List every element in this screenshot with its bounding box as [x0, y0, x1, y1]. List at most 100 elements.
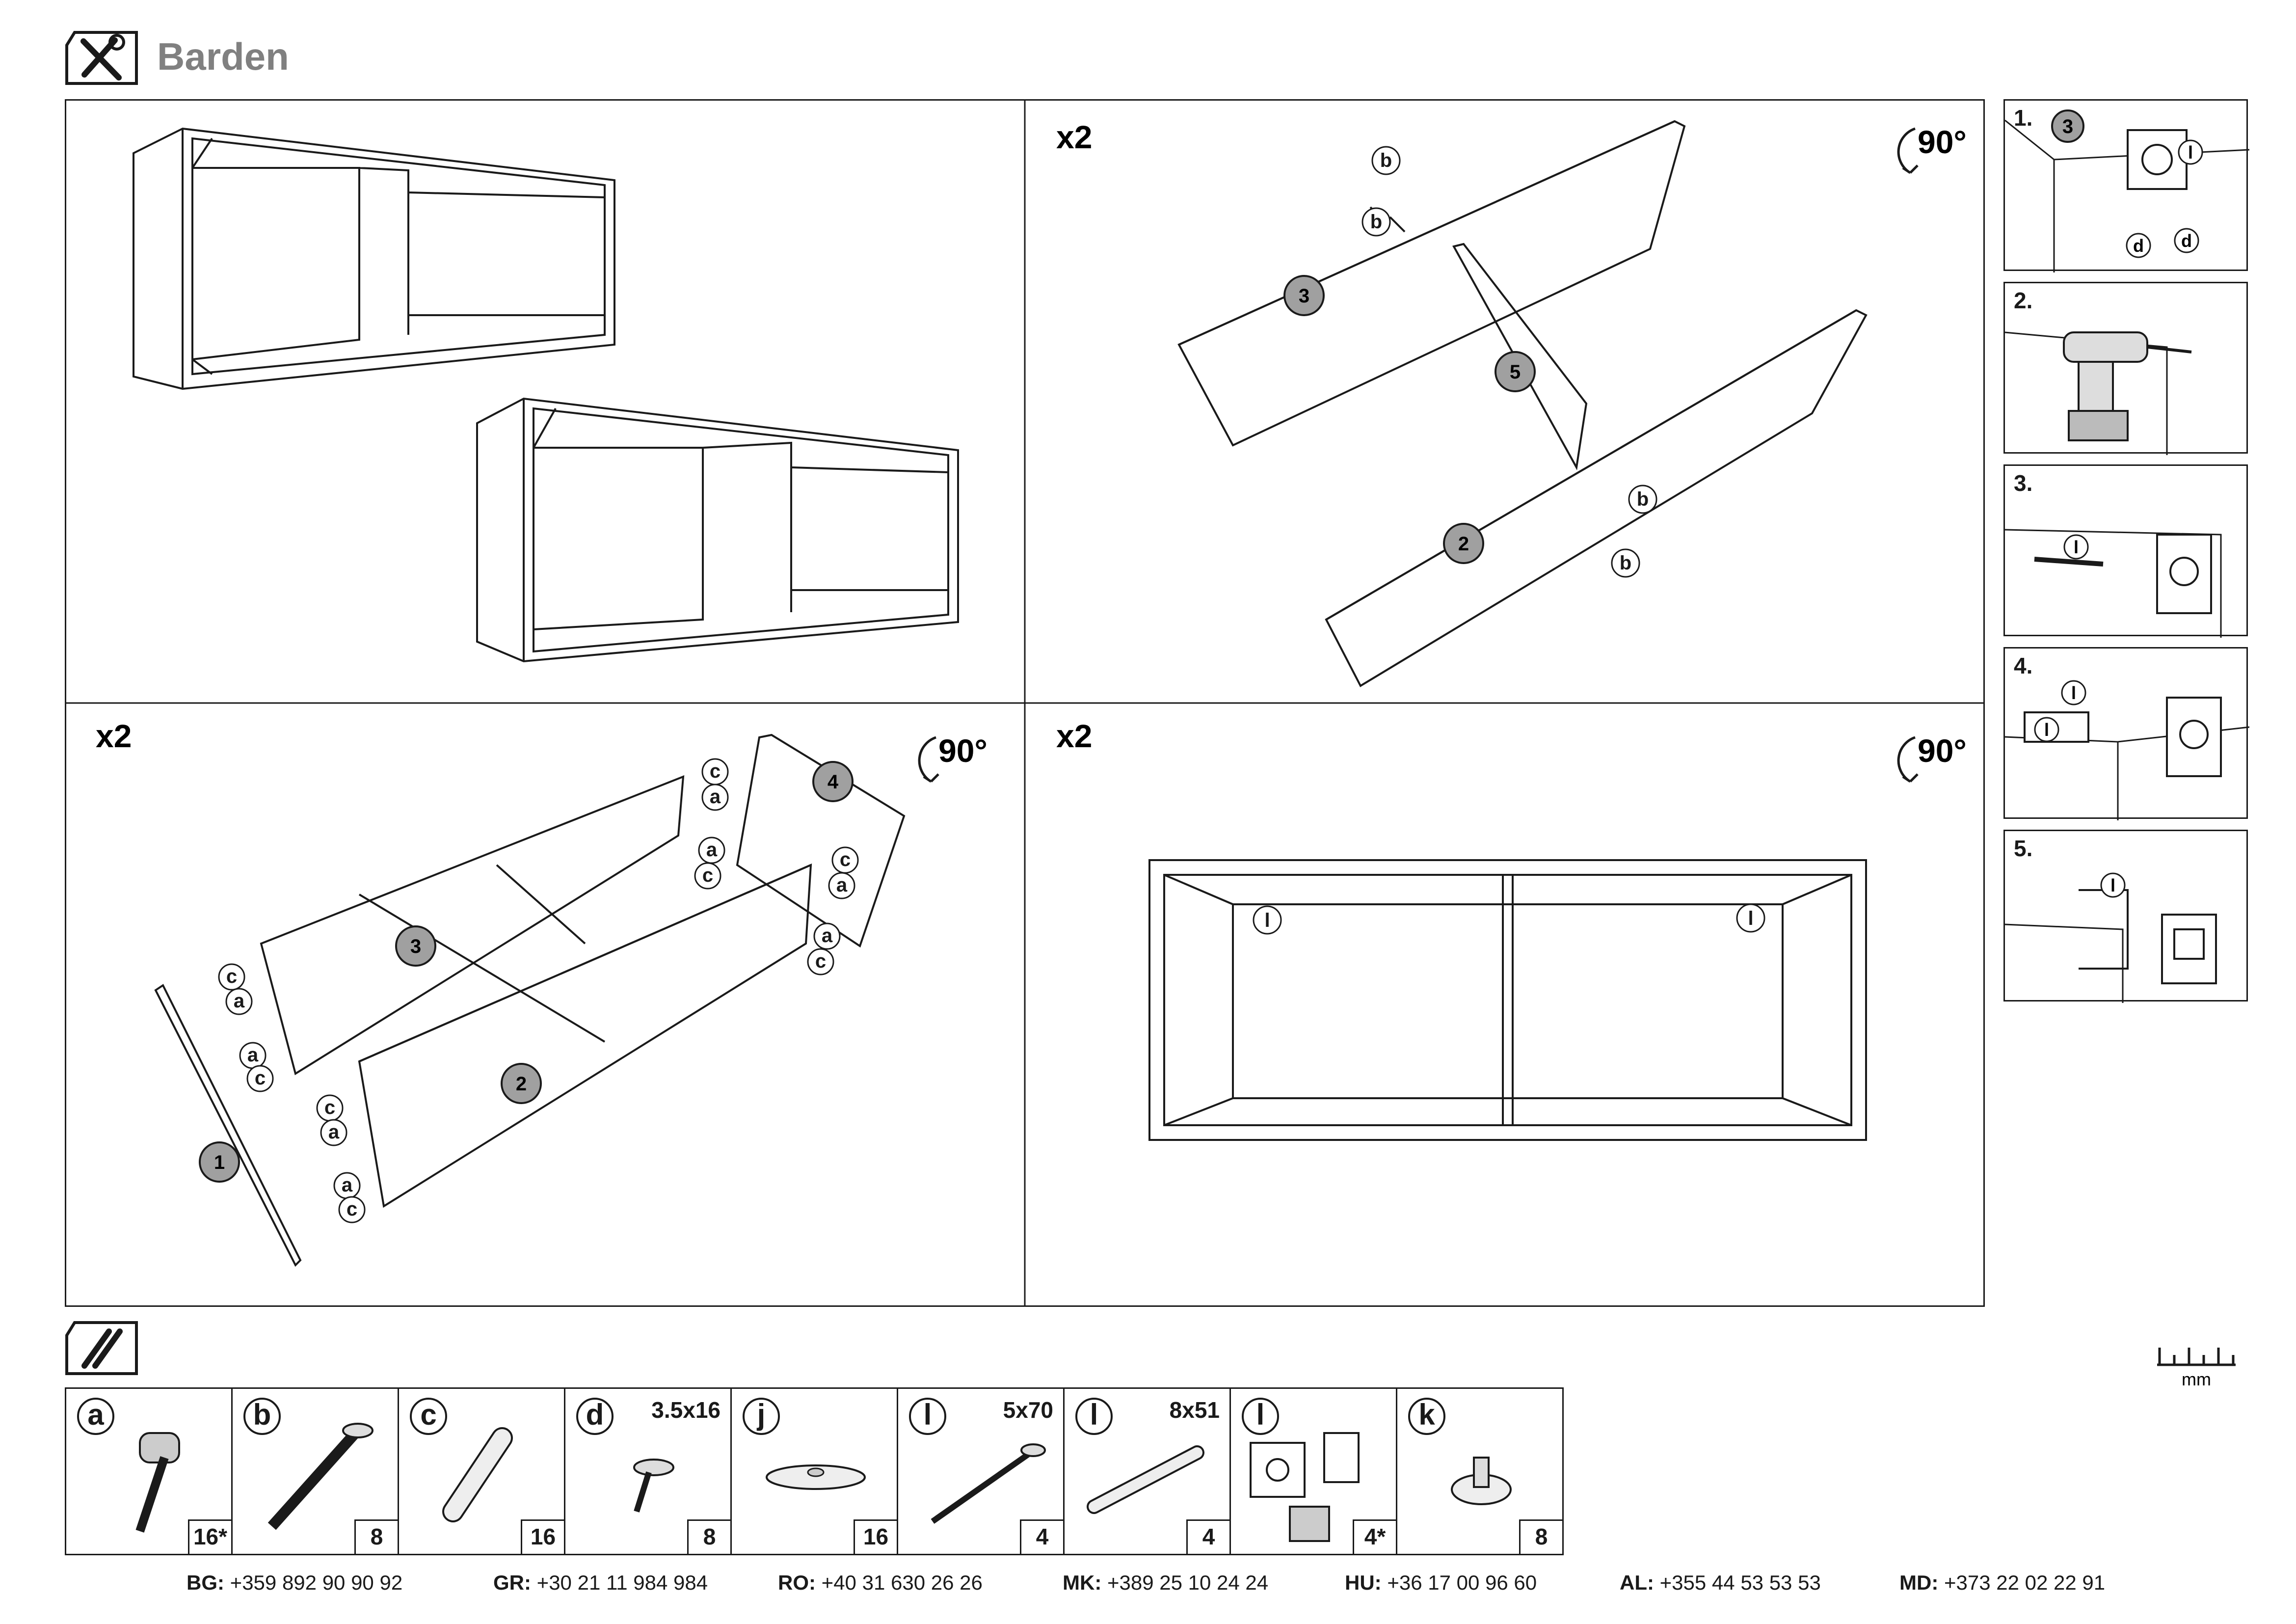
- shelf-pin-icon: [1451, 1457, 1512, 1505]
- svg-text:3: 3: [410, 936, 421, 957]
- hardware-item-a: a 16*: [65, 1387, 233, 1555]
- step-number: 3.: [2014, 470, 2033, 496]
- support-contacts: BG: +359 892 90 90 92 GR: +30 21 11 984 …: [187, 1571, 2150, 1605]
- svg-text:c: c: [324, 1097, 335, 1118]
- part-2-callout: 2: [501, 1063, 542, 1104]
- shelf-unit-bottom: [476, 397, 959, 663]
- wall-step-1-art: 3 l d d: [2005, 109, 2249, 272]
- svg-text:a: a: [706, 839, 718, 861]
- part-callouts: 3 5 2 3 4 2 1: [199, 275, 1536, 1183]
- svg-text:c: c: [710, 760, 721, 782]
- long-screw-icon: [931, 1443, 1046, 1524]
- wall-step-5: 5. l: [2003, 830, 2248, 1003]
- hardware-item-k: k 8: [1396, 1387, 1564, 1555]
- connector-bolt-icon: [267, 1423, 374, 1530]
- part-3-callout: 3: [1283, 275, 1325, 316]
- felt-pad-icon: [766, 1464, 866, 1490]
- step-number: 1.: [2014, 105, 2033, 131]
- part-1-callout: 1: [199, 1141, 240, 1183]
- svg-text:4: 4: [828, 771, 839, 793]
- svg-text:l: l: [2110, 875, 2115, 895]
- hardware-list: a 16* b 8 c 16 d 3.5x16 8 j: [65, 1387, 1575, 1555]
- contact-gr: GR: +30 21 11 984 984: [493, 1571, 708, 1594]
- drill-icon: [2005, 331, 2192, 455]
- svg-text:3: 3: [2062, 116, 2073, 137]
- shelf-unit-top: [133, 127, 615, 390]
- wall-plug-icon: [1087, 1445, 1204, 1514]
- contact-bg: BG: +359 892 90 90 92: [187, 1571, 403, 1594]
- part-3-callout: 3: [395, 925, 436, 967]
- part-4-callout: 4: [812, 761, 854, 802]
- mounting-bracket-icon: [1250, 1432, 1360, 1542]
- wall-step-2: 2.: [2003, 282, 2248, 455]
- contact-hu: HU: +36 17 00 96 60: [1345, 1571, 1537, 1594]
- hardware-pack-icon: [65, 1321, 138, 1375]
- panel2-count: x2: [1056, 119, 1092, 155]
- panel3-count: x2: [96, 718, 132, 754]
- svg-text:a: a: [836, 874, 848, 896]
- svg-text:a: a: [247, 1044, 259, 1066]
- wall-step-4: 4. l l: [2003, 647, 2249, 820]
- contact-ro: RO: +40 31 630 26 26: [778, 1571, 983, 1594]
- svg-text:a: a: [328, 1121, 340, 1143]
- wall-step-1: 1. 3 l d d: [2003, 99, 2249, 272]
- panel4-rotate: 90°: [1918, 732, 1967, 769]
- svg-text:d: d: [2181, 231, 2192, 251]
- svg-text:a: a: [234, 990, 245, 1012]
- svg-text:b: b: [1637, 488, 1649, 510]
- svg-text:b: b: [1370, 211, 1382, 233]
- svg-text:c: c: [226, 966, 237, 987]
- part-5-callout: 5: [1495, 351, 1536, 392]
- fitting-callouts: b b b b c a a c c a a c c a a c c a a c …: [218, 146, 1765, 1223]
- svg-text:b: b: [1380, 150, 1392, 171]
- wood-screw-icon: [633, 1459, 674, 1513]
- svg-text:c: c: [347, 1198, 357, 1220]
- step-number: 2.: [2014, 288, 2033, 313]
- svg-text:3: 3: [1299, 285, 1309, 307]
- svg-text:5: 5: [1510, 361, 1521, 383]
- tools-icon: [65, 31, 138, 85]
- panel2-boards: [1177, 120, 1868, 687]
- hardware-item-b: b 8: [231, 1387, 399, 1555]
- svg-text:a: a: [710, 786, 721, 808]
- svg-text:2: 2: [516, 1073, 527, 1095]
- svg-text:c: c: [255, 1067, 266, 1089]
- contact-mk: MK: +389 25 10 24 24: [1063, 1571, 1269, 1594]
- step-number: 5.: [2014, 836, 2033, 861]
- hardware-item-c: c 16: [398, 1387, 565, 1555]
- svg-text:c: c: [702, 865, 713, 886]
- product-title: Barden: [157, 35, 289, 78]
- svg-text:2: 2: [1458, 533, 1469, 555]
- svg-text:d: d: [2133, 236, 2144, 256]
- hardware-item-d: d 3.5x16 8: [564, 1387, 732, 1555]
- hardware-item-l-bracket: l 4*: [1229, 1387, 1397, 1555]
- wall-step-3: 3. l: [2003, 464, 2248, 638]
- svg-text:a: a: [822, 925, 833, 947]
- step-number: 4.: [2014, 653, 2033, 678]
- panel4-count: x2: [1056, 718, 1092, 754]
- svg-text:l: l: [1264, 910, 1270, 931]
- svg-text:l: l: [2044, 720, 2049, 740]
- svg-text:c: c: [815, 950, 826, 972]
- part-2-callout: 2: [1443, 523, 1484, 564]
- hardware-item-l-plug: l 8x51 4: [1063, 1387, 1231, 1555]
- assembly-diagrams: x2 90° x2 90° x2 90° 3 5 2 3 4 2 1 b b b…: [65, 99, 1985, 1307]
- hardware-item-l-screw: l 5x70 4: [897, 1387, 1065, 1555]
- wooden-dowel-icon: [442, 1427, 513, 1522]
- svg-text:1: 1: [214, 1152, 225, 1173]
- svg-text:c: c: [840, 849, 851, 870]
- cam-lock-icon: [135, 1432, 180, 1533]
- hardware-item-j: j 16: [730, 1387, 898, 1555]
- svg-text:l: l: [2188, 142, 2193, 162]
- ruler-unit: mm: [2182, 1369, 2211, 1389]
- panel3-rotate: 90°: [938, 732, 988, 769]
- contact-al: AL: +355 44 53 53 53: [1620, 1571, 1821, 1594]
- svg-text:l: l: [2074, 537, 2079, 557]
- panel2-rotate: 90°: [1918, 124, 1967, 160]
- contact-md: MD: +373 22 02 22 91: [1899, 1571, 2106, 1594]
- svg-text:a: a: [342, 1174, 353, 1196]
- svg-text:l: l: [1748, 908, 1753, 929]
- panel3-boards: [154, 733, 906, 1267]
- panel4-cabinet-front: [1148, 859, 1867, 1141]
- rotate-icon: [1897, 127, 1919, 174]
